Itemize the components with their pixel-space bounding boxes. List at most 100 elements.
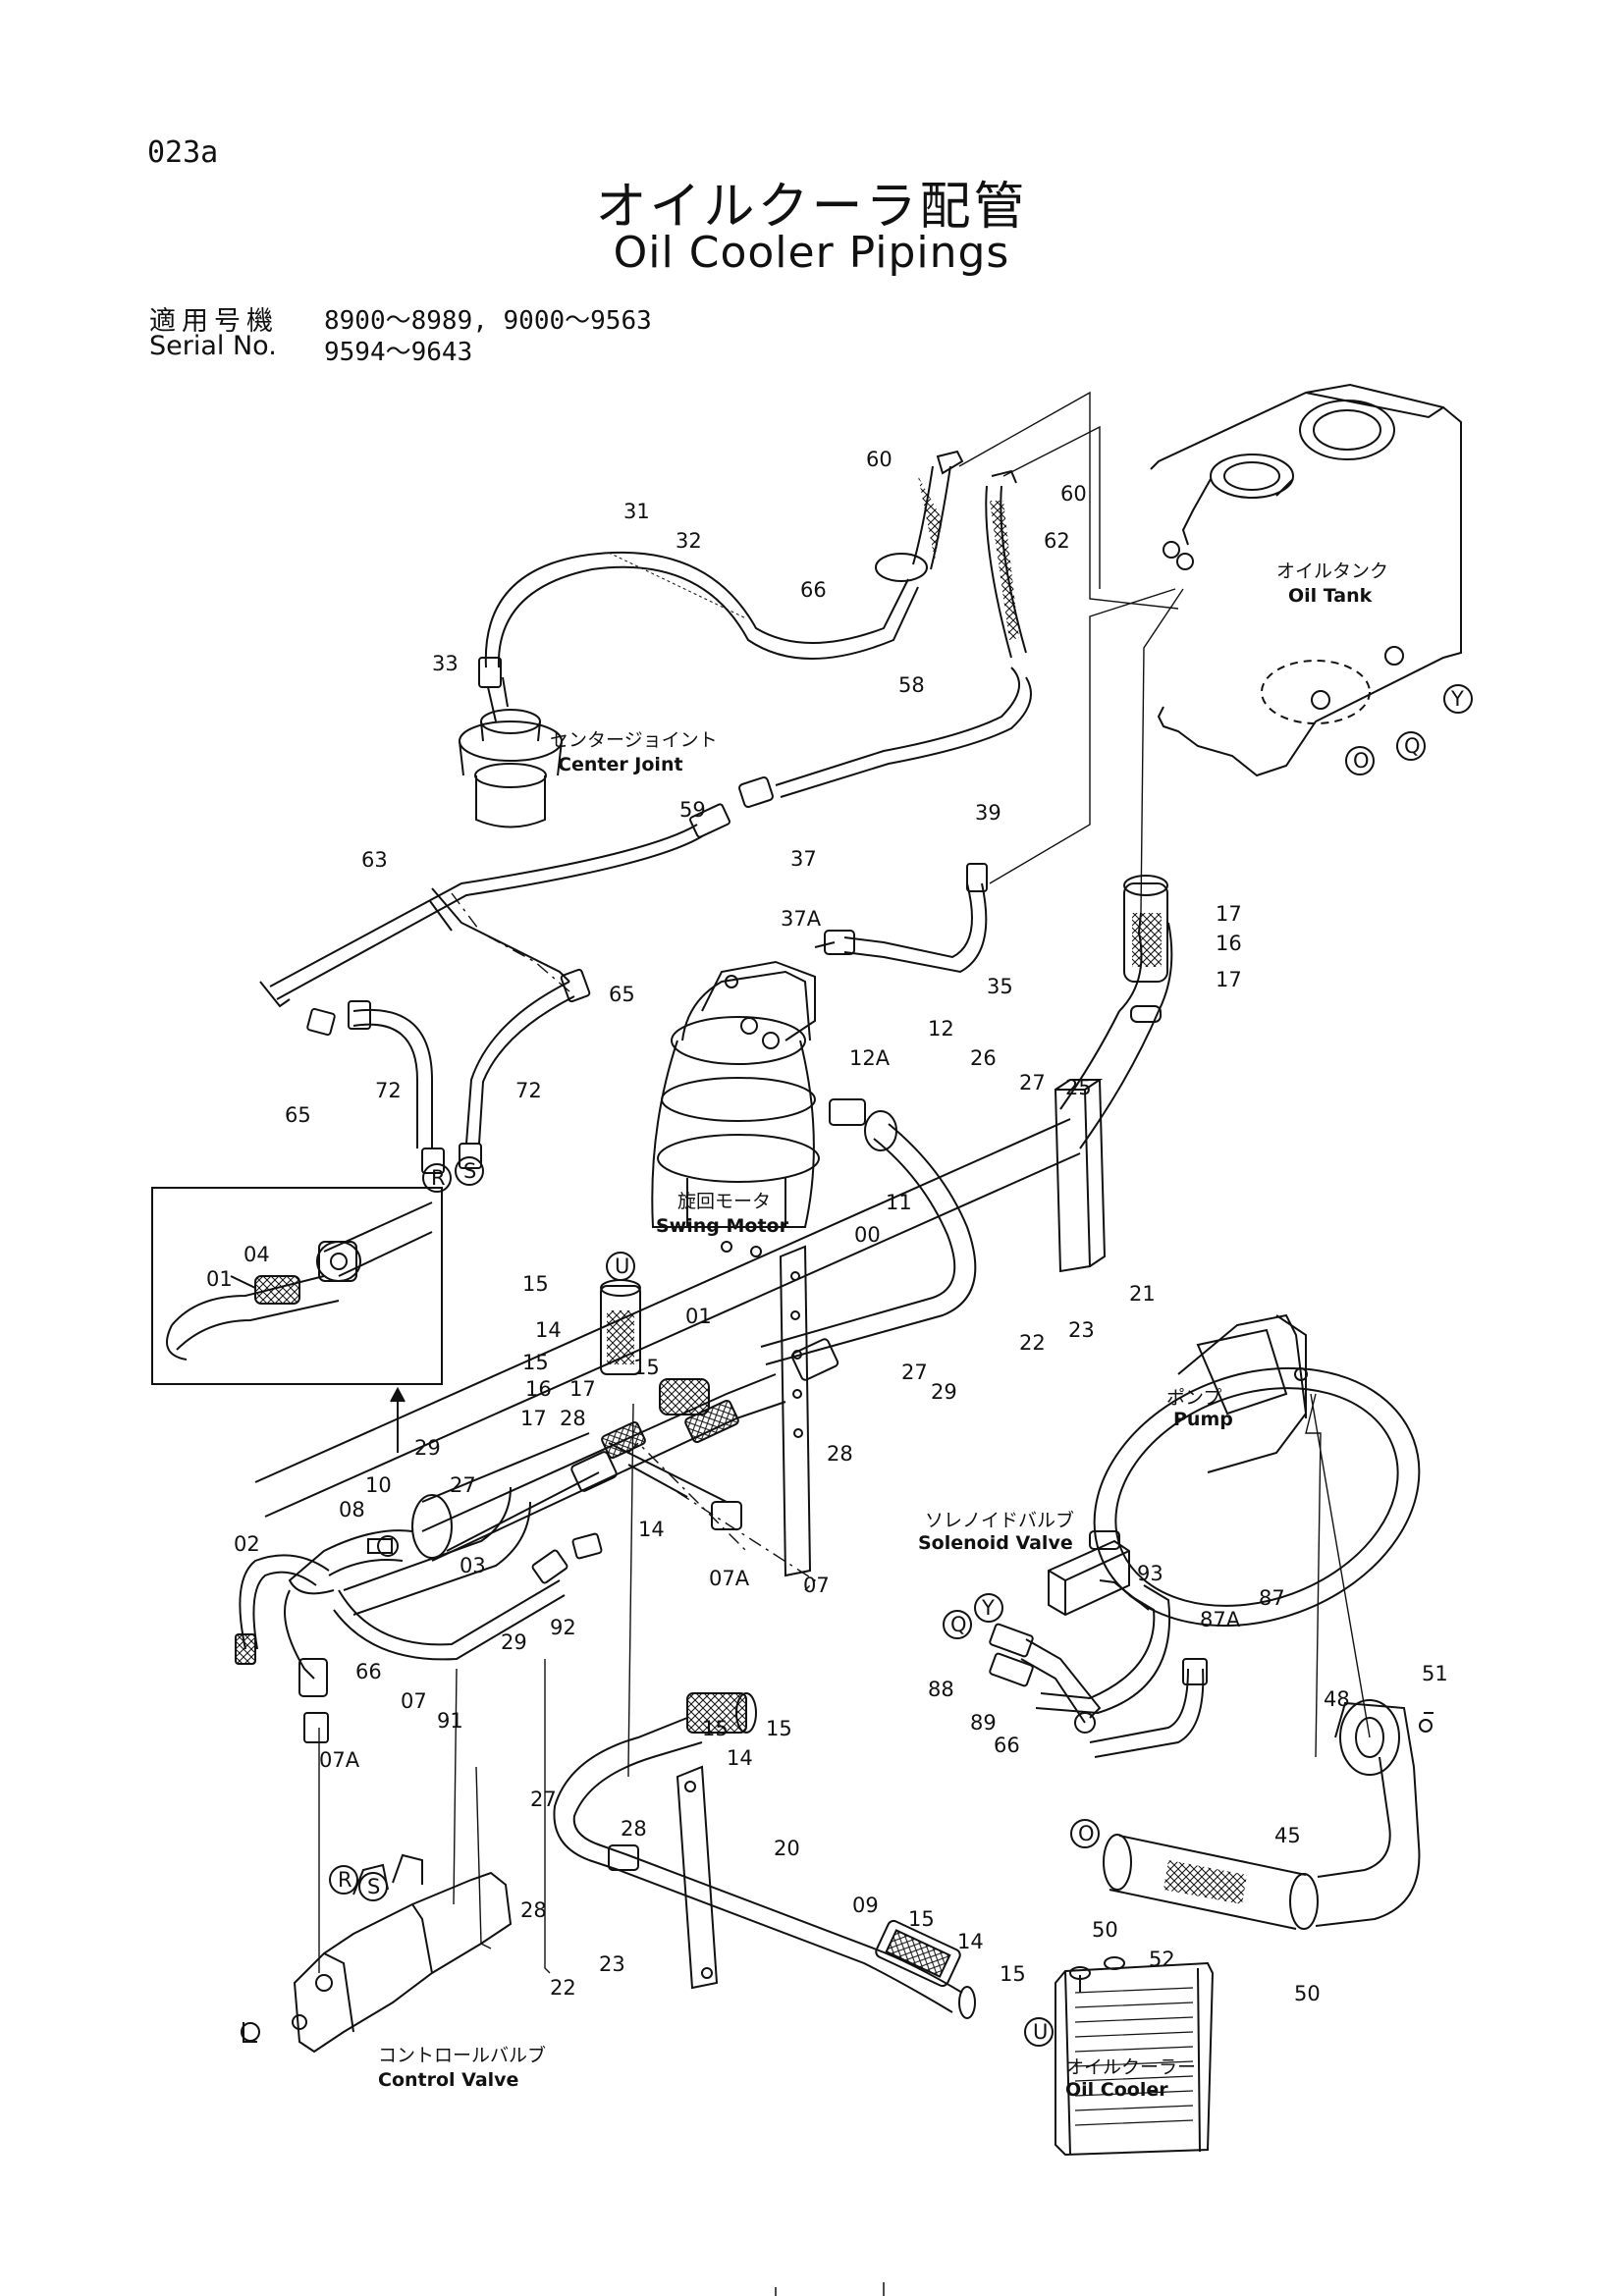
hose-31-32 [478,551,919,688]
marker-r: R [422,1163,452,1193]
pn-87a: 87A [1200,1608,1241,1631]
pipe-assembly-mid [343,1338,839,1616]
marker-o: O [1345,746,1375,775]
filter-14-upper [600,1279,641,1375]
pn-59: 59 [679,798,706,822]
pn-37: 37 [790,847,817,871]
pn-07a: 07A [709,1567,750,1590]
marker-y: Y [974,1593,1003,1623]
pn-00: 00 [854,1223,881,1247]
pn-03: 03 [460,1554,486,1577]
pn-01: 01 [206,1267,233,1291]
svg-text:Y: Y [981,1596,995,1620]
pn-01: 01 [685,1305,712,1328]
control-valve-label-ja: コントロールバルブ [378,2044,546,2066]
scan-marks [775,2282,885,2296]
solenoid-valve-label-en: Solenoid Valve [918,1532,1073,1554]
bracket-07 [779,1245,812,1577]
circle-markers: R S U Q Y O Q Y R S O U [329,684,1473,2047]
solenoid-valve [1048,1530,1130,1617]
marker-u: U [606,1252,635,1281]
cooler-pipe-assembly [1103,1699,1434,1930]
pn-10: 10 [365,1473,392,1497]
fitting-01 [659,1378,710,1415]
pn-88: 88 [928,1678,954,1701]
serial-values-2: 9594～9643 [324,338,473,367]
pn-23: 23 [599,1952,625,1976]
center-joint [459,676,563,828]
marker-y: Y [1443,684,1473,714]
marker-o: O [1070,1819,1100,1848]
pn-08: 08 [339,1498,365,1522]
pn-15: 15 [522,1272,549,1296]
pn-29: 29 [414,1436,441,1460]
pn-28: 28 [621,1817,647,1841]
pn-62: 62 [1044,529,1070,553]
pn-66: 66 [800,578,827,602]
part-number-labels: 60 60 31 32 62 66 33 58 59 39 37 37A 17 … [206,448,1448,2005]
leader-lines [318,391,1371,1974]
pn-20: 20 [774,1837,800,1860]
pn-27: 27 [450,1473,476,1497]
pn-32: 32 [676,529,702,553]
pn-35: 35 [987,975,1013,998]
serial-values-1: 8900～8989, 9000～9563 [324,306,652,336]
pn-37a: 37A [781,907,822,931]
pn-72: 72 [515,1079,542,1102]
pump [1093,1313,1421,1628]
pipe-00 [254,912,1173,1518]
pn-14: 14 [727,1746,753,1770]
pn-66: 66 [994,1734,1020,1757]
pn-28: 28 [560,1407,586,1430]
title-english: Oil Cooler Pipings [613,228,1010,278]
hoses-72 [306,968,591,1174]
pn-39: 39 [975,801,1001,825]
pn-17: 17 [1216,968,1242,991]
pn-16: 16 [1216,932,1242,955]
cylinder-10 [367,1432,600,1559]
svg-text:Y: Y [1450,687,1464,711]
solenoid-valve-label-ja: ソレノイドバルブ [925,1509,1074,1531]
svg-text:S: S [463,1159,476,1183]
pn-15: 15 [766,1717,792,1740]
pn-50: 50 [1092,1918,1118,1942]
marker-s: S [455,1156,484,1186]
pn-29: 29 [931,1380,957,1404]
pn-02: 02 [234,1532,260,1556]
pn-33: 33 [432,652,459,675]
pn-17: 17 [569,1377,596,1401]
pn-12a: 12A [849,1046,891,1070]
hose-62 [985,469,1027,659]
pn-29: 29 [501,1630,527,1654]
pn-22: 22 [1019,1331,1046,1355]
pn-92: 92 [550,1616,576,1639]
svg-text:R: R [338,1868,352,1892]
center-joint-label-en: Center Joint [558,754,683,775]
svg-text:R: R [431,1166,446,1190]
page-code: 023a [147,135,219,170]
hoses-02-03-91 [235,1529,603,1743]
pn-65: 65 [609,983,635,1006]
oil-cooler [1055,1956,1215,2157]
oil-tank-label-ja: オイルタンク [1276,561,1388,582]
pn-07a: 07A [319,1748,360,1772]
serial-label-ja: 適用号機 [149,306,279,337]
pn-89: 89 [970,1711,997,1735]
svg-text:Q: Q [1404,734,1421,758]
pn-22: 22 [550,1976,576,2000]
swing-motor-label-en: Swing Motor [656,1215,789,1237]
hose-35 [814,863,988,974]
control-valve [241,1853,513,2054]
pn-21: 21 [1129,1282,1156,1306]
pn-04: 04 [243,1243,270,1266]
pn-93: 93 [1137,1562,1163,1585]
pn-27: 27 [1019,1071,1046,1095]
pn-25: 25 [1065,1076,1092,1099]
swing-motor-label-ja: 旋回モータ [677,1191,771,1212]
svg-text:U: U [1033,2020,1048,2044]
pn-91: 91 [437,1709,463,1733]
filter-16 [1123,875,1168,1023]
pn-23: 23 [1068,1318,1095,1342]
pn-28: 28 [520,1898,547,1922]
